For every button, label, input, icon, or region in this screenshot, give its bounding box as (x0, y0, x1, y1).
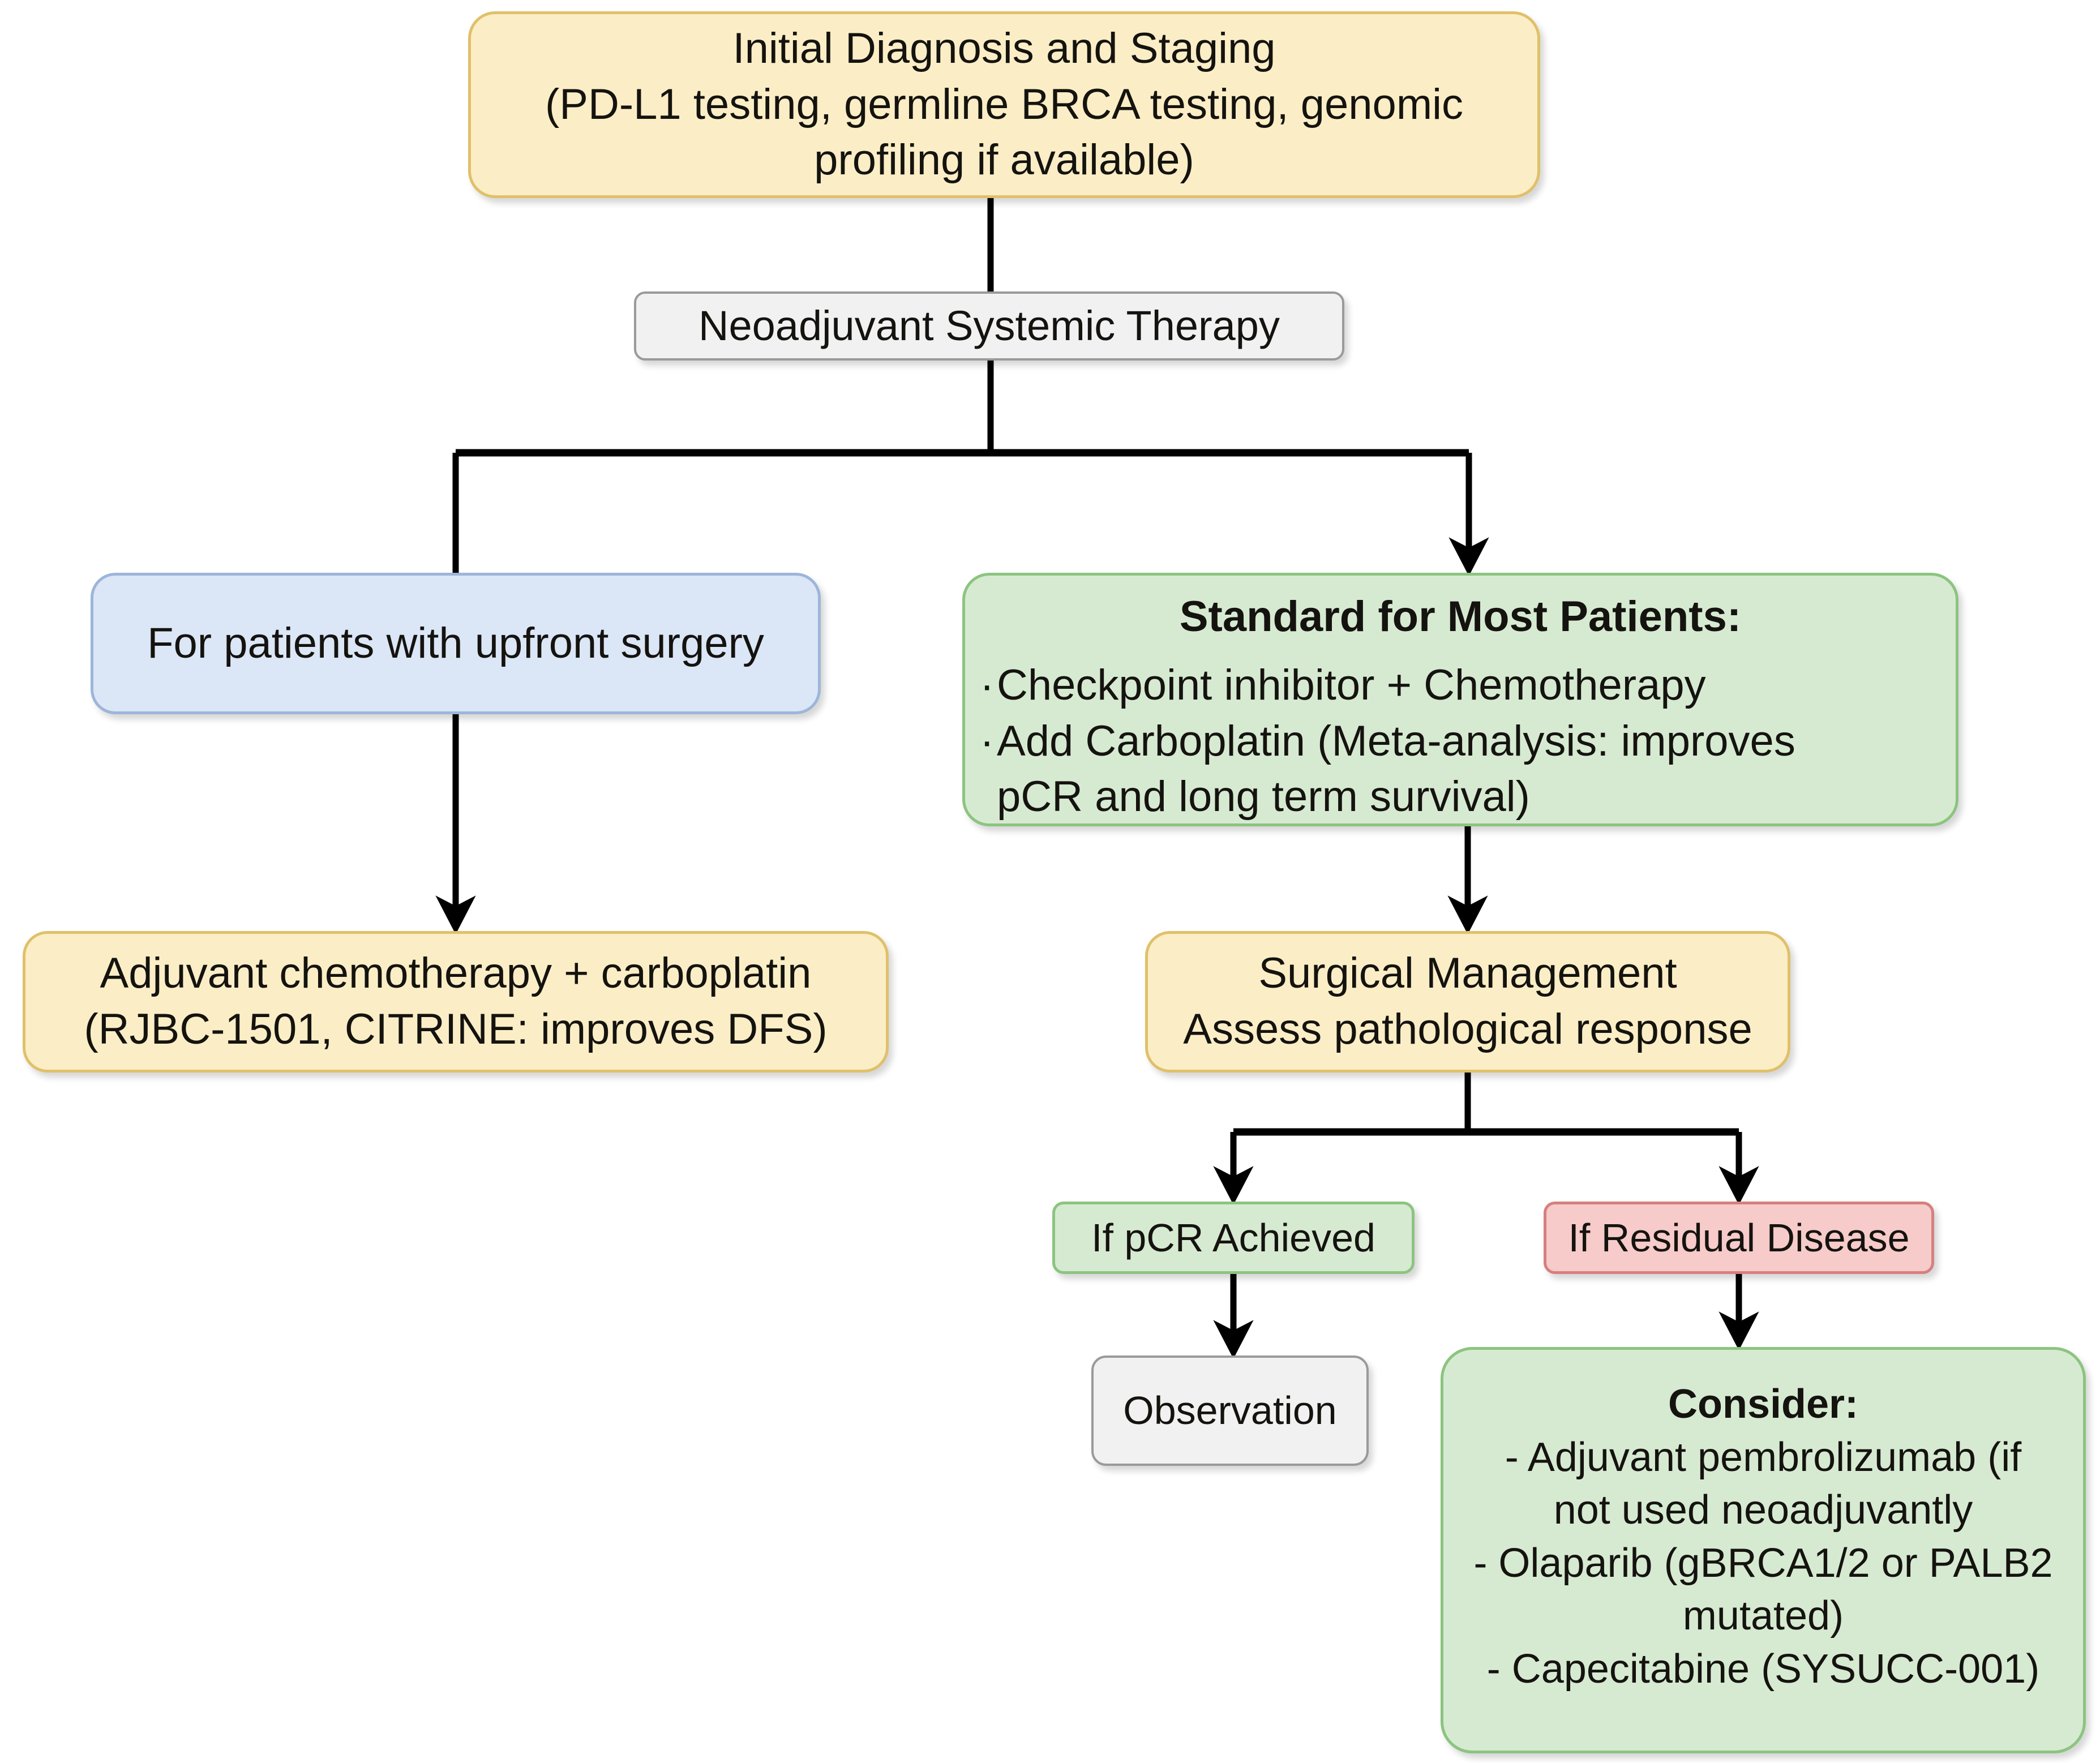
standard-bullet-1-text: Checkpoint inhibitor + Chemotherapy (997, 660, 1706, 709)
node-initial-diagnosis[interactable]: Initial Diagnosis and Staging (PD-L1 tes… (468, 11, 1540, 198)
initial-line-2: (PD-L1 testing, germline BRCA testing, g… (545, 80, 1464, 128)
surgical-line-2: Assess pathological response (1183, 1005, 1752, 1053)
node-upfront-surgery[interactable]: For patients with upfront surgery (91, 573, 821, 714)
initial-line-3: profiling if available) (814, 136, 1194, 185)
node-if-pcr-achieved[interactable]: If pCR Achieved (1052, 1202, 1415, 1274)
node-adjuvant-chemotherapy[interactable]: Adjuvant chemotherapy + carboplatin (RJB… (23, 931, 889, 1073)
consider-heading: Consider: (1668, 1382, 1859, 1427)
standard-bullet-2-line-1: Add Carboplatin (Meta-analysis: improves (997, 717, 1795, 765)
node-consider-options[interactable]: Consider: - Adjuvant pembrolizumab (if n… (1441, 1347, 2086, 1753)
initial-line-1: Initial Diagnosis and Staging (732, 24, 1276, 72)
adjuvant-line-1: Adjuvant chemotherapy + carboplatin (100, 949, 812, 998)
node-observation[interactable]: Observation (1091, 1356, 1369, 1466)
bullet-dot-icon: · (980, 717, 995, 765)
adjuvant-line-2: (RJBC-1501, CITRINE: improves DFS) (84, 1005, 828, 1053)
consider-item-2-line-2: mutated) (1682, 1593, 1844, 1639)
node-surgical-management[interactable]: Surgical Management Assess pathological … (1145, 931, 1790, 1073)
standard-bullet-2: ·Add Carboplatin (Meta-analysis: improve… (980, 714, 1944, 770)
consider-item-1-line-2: not used neoadjuvantly (1553, 1487, 1973, 1533)
residual-label: If Residual Disease (1568, 1215, 1910, 1260)
observation-label: Observation (1123, 1388, 1337, 1432)
surgical-line-1: Surgical Management (1258, 949, 1677, 998)
standard-heading: Standard for Most Patients: (1179, 593, 1742, 641)
node-if-residual-disease[interactable]: If Residual Disease (1544, 1202, 1934, 1274)
neoadjuvant-label: Neoadjuvant Systemic Therapy (698, 302, 1280, 349)
bullet-dot-icon: · (980, 660, 995, 709)
standard-bullet-2-cont: pCR and long term survival) (980, 769, 1944, 825)
standard-bullet-2-line-2: pCR and long term survival) (997, 773, 1530, 821)
node-standard-for-most-patients[interactable]: Standard for Most Patients: ·Checkpoint … (962, 573, 1958, 826)
consider-item-1-line-1: - Adjuvant pembrolizumab (if (1505, 1434, 2022, 1480)
node-neoadjuvant-systemic-therapy[interactable]: Neoadjuvant Systemic Therapy (634, 291, 1344, 361)
consider-item-2-line-1: - Olaparib (gBRCA1/2 or PALB2 (1473, 1540, 2053, 1586)
consider-item-3: - Capecitabine (SYSUCC-001) (1486, 1646, 2040, 1692)
standard-bullet-1: ·Checkpoint inhibitor + Chemotherapy (980, 658, 1944, 714)
upfront-label: For patients with upfront surgery (147, 619, 764, 667)
pcr-label: If pCR Achieved (1091, 1215, 1375, 1260)
standard-bullet-list: ·Checkpoint inhibitor + Chemotherapy ·Ad… (965, 658, 1956, 825)
